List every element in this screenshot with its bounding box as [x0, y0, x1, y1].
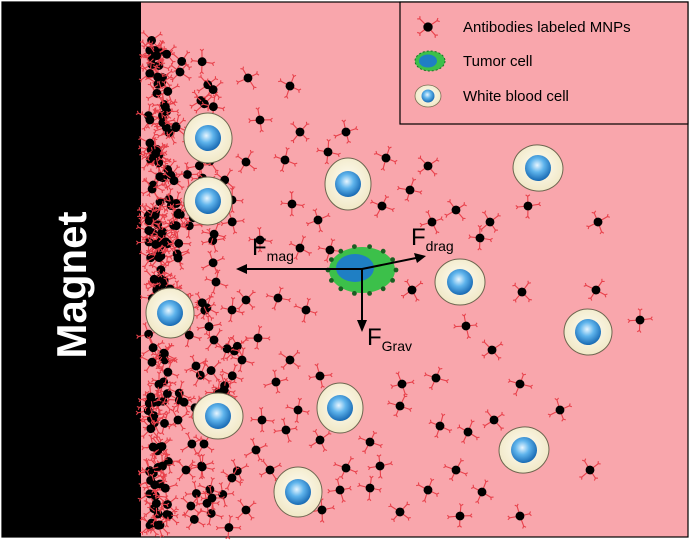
tumor-bound-mnp [338, 286, 344, 292]
magnet-block [2, 2, 141, 537]
tumor-bound-mnp [390, 278, 395, 283]
force-mag-label: Fmag [252, 234, 294, 264]
white-blood-cell [324, 157, 372, 211]
tumor-bound-mnp [380, 248, 386, 254]
force-mag-arrow [236, 264, 362, 274]
tumor-bound-mnp [352, 291, 357, 296]
tumor-bound-mnp [338, 248, 344, 254]
force-drag-arrow [361, 253, 426, 270]
tumor-bound-mnp [380, 286, 386, 292]
legend-label-tumor: Tumor cell [463, 53, 532, 70]
white-blood-cell [498, 426, 550, 474]
white-blood-cell [563, 308, 613, 356]
tumor-bound-mnp [393, 267, 399, 273]
magnet-label: Magnet [48, 211, 95, 358]
white-blood-cell [316, 382, 364, 434]
tumor-bound-mnp [390, 257, 395, 262]
tumor-bound-mnp [367, 291, 372, 296]
force-grav-arrow [357, 269, 367, 332]
tumor-bound-mnp [329, 257, 334, 262]
white-blood-cell [273, 466, 323, 518]
white-blood-cell [512, 144, 564, 192]
force-grav-label: FGrav [367, 324, 412, 354]
tumor-bound-mnp [329, 278, 334, 283]
legend-label-mnp: Antibodies labeled MNPs [463, 19, 631, 36]
white-blood-cell [183, 176, 233, 226]
force-drag-label: Fdrag [411, 224, 454, 254]
tumor-cell-icon [414, 50, 446, 72]
white-blood-cells [145, 112, 613, 518]
tumor-bound-mnp [352, 244, 357, 250]
white-blood-cell [145, 287, 195, 339]
white-blood-cell [434, 258, 486, 306]
legend: Antibodies labeled MNPs Tumor cell White… [399, 1, 689, 125]
white-blood-cell-icon [414, 84, 442, 108]
white-blood-cell [192, 392, 244, 440]
legend-label-wbc: White blood cell [463, 88, 569, 105]
tumor-bound-mnp [367, 244, 372, 250]
white-blood-cell [183, 112, 233, 164]
